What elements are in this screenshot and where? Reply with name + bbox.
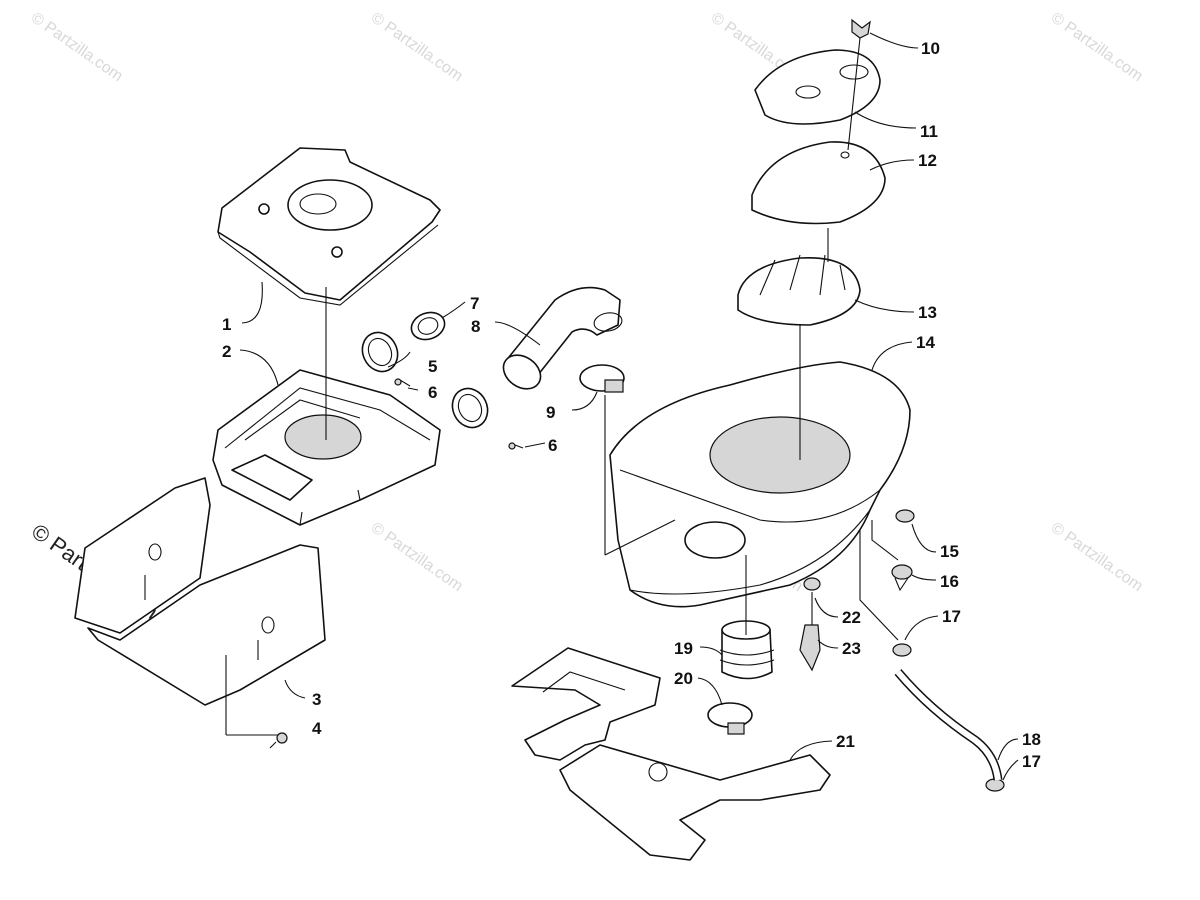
part-screw-6 [394,378,524,450]
part-heat-shield [74,477,326,706]
callout-2: 2 [222,342,231,361]
callout-17: 17 [942,607,961,626]
part-airbox-base [212,369,441,526]
part-hose-clamp-17 [892,643,1005,792]
callout-6: 6 [548,436,557,455]
watermark-text: © Partzilla.com [368,519,466,595]
part-sleeve-7 [410,311,446,341]
callout-3: 3 [312,690,321,709]
callout-9: 9 [546,403,555,422]
watermark-text: © Partzilla.com [28,9,126,85]
part-clamp-20 [707,702,753,735]
callout-23: 23 [842,639,861,658]
part-drain-valve-23 [799,624,821,672]
callout-7: 7 [470,294,479,313]
watermark-text: © Partzilla.com [1048,9,1146,85]
callout-13: 13 [918,303,937,322]
callout-11: 11 [920,122,938,141]
part-coupler-19 [719,620,775,680]
assembly-line [847,37,861,151]
callout-5: 5 [428,357,437,376]
part-filter-cap-12 [751,141,886,225]
callout-15: 15 [940,542,959,561]
part-clamp-5 [361,331,489,429]
leader-lines [239,32,1019,781]
callout-labels: 1 2 3 4 5 6 6 7 8 9 10 11 12 13 14 15 16… [222,39,1041,771]
assembly-line [604,519,676,556]
watermark-text: © Partzilla.com [368,9,466,85]
callout-22: 22 [842,608,861,627]
part-main-housing-14 [609,361,911,608]
callout-20: 20 [674,669,693,688]
part-grommet-22 [803,577,821,591]
part-gasket-21 [511,647,831,861]
callout-17: 17 [1022,752,1041,771]
assembly-line [871,520,899,561]
callout-14: 14 [916,333,935,352]
part-cover-plate-11 [754,49,881,125]
callout-21: 21 [836,732,855,751]
callout-12: 12 [918,151,937,170]
callout-19: 19 [674,639,693,658]
callout-6: 6 [428,383,437,402]
callout-18: 18 [1022,730,1041,749]
part-drain-hose-18 [894,669,1003,781]
part-intake-duct-8 [502,286,623,390]
part-filter-frame-13 [737,228,861,326]
part-airbox-lid [217,147,441,306]
part-wing-nut-10 [851,18,871,39]
callout-10: 10 [921,39,940,58]
part-screw-4 [225,655,288,749]
part-grommet-15 [895,509,915,523]
callout-1: 1 [222,315,231,334]
watermark-text: © Partzilla.com [1048,519,1146,595]
part-clamp-9 [579,364,625,393]
callout-8: 8 [471,317,480,336]
callout-4: 4 [312,719,322,738]
part-plug-16 [891,564,913,592]
assembly-line [859,530,899,641]
callout-16: 16 [940,572,959,591]
